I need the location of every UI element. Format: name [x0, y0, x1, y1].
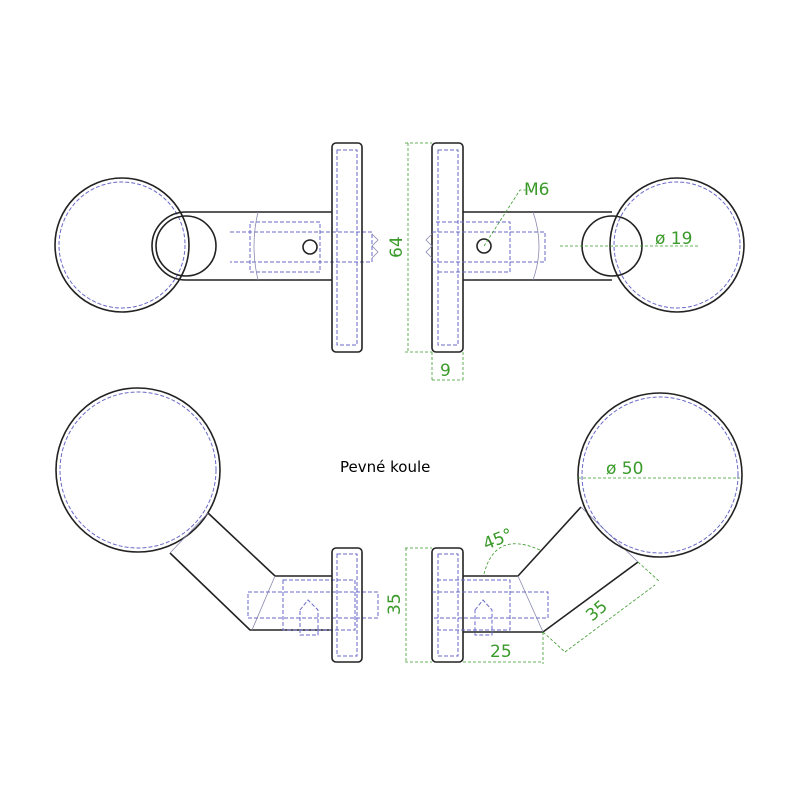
right-plate-hidden — [437, 149, 459, 346]
right-ball — [609, 177, 745, 313]
right-plate — [431, 142, 464, 353]
dim-25-label: 25 — [490, 642, 512, 662]
left-screw — [302, 239, 318, 255]
left-plate — [331, 142, 363, 353]
right-arm-edges — [517, 506, 639, 633]
dim-64-line — [405, 142, 432, 353]
dim-35-label: 35 — [385, 593, 405, 615]
break-mark-left — [371, 233, 379, 259]
left-plate-bottom-hidden — [336, 553, 358, 657]
right-hidden-insert — [432, 221, 546, 273]
left-arm-edges — [169, 512, 276, 631]
right-ball-hidden — [613, 181, 741, 309]
dim-d50-label: ø 50 — [606, 459, 643, 479]
dim-9-label: 9 — [440, 361, 451, 381]
bottom-view: 35 25 45° 35 ø 50 — [55, 387, 743, 664]
left-ball-hidden — [58, 181, 186, 309]
dim-35-line — [405, 547, 432, 663]
dim-25-line — [463, 632, 544, 664]
left-bottom-hidden — [247, 579, 379, 636]
dim-m6-label: M6 — [524, 180, 549, 200]
left-hole — [155, 215, 217, 277]
right-ball-bottom-hidden — [581, 396, 739, 554]
break-mark-right — [425, 233, 433, 259]
right-ball-bottom — [577, 392, 743, 558]
dim-9-line — [431, 352, 464, 382]
dim-35-arm-label: 35 — [582, 597, 611, 626]
right-arm — [463, 211, 612, 281]
dim-64-label: 64 — [387, 236, 407, 258]
left-arm-edge — [253, 211, 259, 281]
dim-d19-label: ø 19 — [655, 229, 692, 249]
drawing-title: Pevné koule — [340, 458, 430, 476]
leader-m6 — [483, 189, 530, 247]
dim-45-label: 45° — [480, 525, 515, 555]
top-view: 64 9 M6 ø 19 — [54, 142, 745, 382]
left-hidden-insert — [230, 221, 373, 273]
right-plate-bottom — [431, 547, 464, 663]
right-arm-edge — [532, 211, 540, 281]
left-arm — [151, 211, 332, 281]
dim-35-arm-line — [542, 561, 661, 653]
left-ball-bottom — [55, 387, 221, 553]
right-angled-arm — [463, 506, 639, 633]
right-screw — [476, 238, 492, 254]
left-ball — [54, 177, 190, 313]
left-ball-bottom-hidden — [59, 391, 217, 549]
right-bottom-hidden — [432, 579, 549, 636]
left-plate-hidden — [336, 149, 358, 346]
left-plate-bottom — [331, 547, 363, 663]
right-plate-bottom-hidden — [437, 553, 459, 657]
dim-45-arc — [483, 543, 541, 575]
